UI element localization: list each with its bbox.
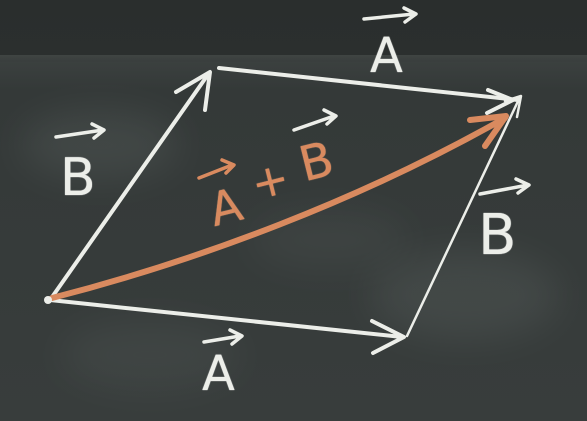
sum-b-label-arrow-icon xyxy=(292,108,338,132)
eraser-smudge xyxy=(60,320,240,390)
vector-a-top-arrowhead xyxy=(485,88,515,115)
sum-a-label-arrow-icon xyxy=(197,158,236,180)
label-b-left: B xyxy=(60,148,96,208)
b-right-label-arrow-icon xyxy=(478,177,531,196)
a-top-label-arrow-icon xyxy=(362,6,418,24)
eraser-smudge xyxy=(370,250,560,340)
label-a-top: A xyxy=(370,28,403,84)
vector-b-right-line xyxy=(405,95,522,338)
board-ledge xyxy=(0,55,587,61)
label-a-bottom: A xyxy=(202,346,235,402)
vector-sum-line xyxy=(49,115,508,301)
vector-a-top-line xyxy=(217,66,520,102)
label-b-right: B xyxy=(478,203,517,268)
vector-sum-arrowhead xyxy=(467,113,509,149)
a-bottom-label-arrow-icon xyxy=(202,328,244,346)
origin-point xyxy=(44,296,52,304)
eraser-smudge xyxy=(250,210,410,270)
vector-a-bottom-line xyxy=(48,298,404,339)
vector-b-left-arrowhead xyxy=(174,70,212,112)
vector-b-right-arrowhead xyxy=(503,94,523,119)
vector-a-bottom-arrowhead xyxy=(370,319,406,355)
vector-b-left-line xyxy=(48,74,209,302)
b-left-label-arrow-icon xyxy=(54,122,106,140)
eraser-smudge xyxy=(20,110,180,180)
